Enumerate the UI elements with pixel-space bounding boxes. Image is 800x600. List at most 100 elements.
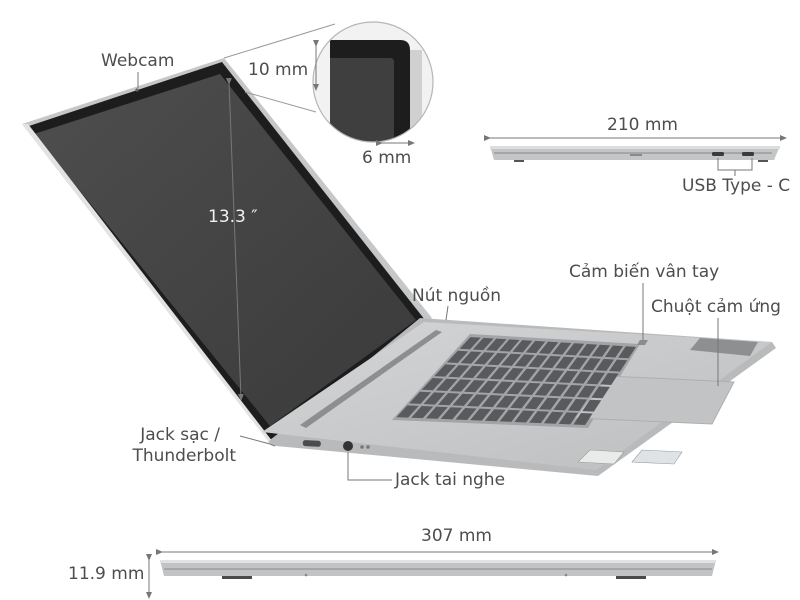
keyboard-key	[591, 344, 611, 357]
keyboard-key	[487, 352, 509, 366]
bezel-top-dimension: 10 mm	[248, 60, 309, 80]
keyboard-key	[459, 337, 481, 350]
keyboard-key	[600, 372, 619, 385]
keyboard-key	[409, 391, 432, 404]
keyboard-key	[503, 367, 524, 381]
keyboard-key	[506, 382, 527, 395]
thunderbolt-label: Thunderbolt	[132, 446, 236, 466]
keyboard-key	[578, 343, 598, 357]
keyboard-key	[524, 397, 545, 410]
keyboard-key	[553, 398, 573, 411]
keyboard-key	[472, 337, 494, 351]
usb-type-c-label: USB Type - C	[682, 176, 791, 196]
charging-jack-label: Jack sạc /	[140, 425, 220, 445]
keyboard-key	[475, 366, 497, 379]
keyboard-key	[460, 351, 482, 364]
front-view-laptop	[160, 560, 716, 579]
keyboard-key	[563, 384, 583, 397]
keyboard-key	[423, 392, 446, 405]
keyboard-key	[448, 365, 470, 378]
keyboard-key	[531, 369, 551, 382]
keyboard-key	[434, 364, 456, 377]
keyboard-key	[558, 370, 578, 383]
keyboard-key	[425, 406, 448, 419]
keyboard-key	[437, 393, 460, 406]
keyboard-key	[544, 370, 565, 383]
screen-size-label: 13.3 ″	[208, 207, 258, 227]
keyboard-key	[586, 372, 606, 385]
keyboard-key	[495, 395, 517, 408]
keyboard-key	[517, 368, 538, 381]
keyboard-key	[466, 394, 488, 407]
keyboard-key	[514, 354, 535, 367]
side-view-laptop	[490, 146, 780, 162]
keyboard-key	[499, 339, 520, 352]
keyboard-key	[510, 396, 531, 409]
keyboard-key	[481, 395, 503, 408]
power-button-label: Nút nguồn	[412, 286, 502, 306]
keyboard-key	[464, 380, 486, 393]
keyboard-key	[558, 412, 579, 425]
keyboard-key	[478, 380, 499, 393]
keyboard-key	[565, 343, 585, 356]
keyboard-key	[572, 371, 592, 384]
keyboard-key	[543, 411, 564, 424]
keyboard-key	[452, 393, 474, 406]
keyboard-keys	[396, 337, 637, 425]
keyboard-key	[573, 413, 593, 425]
keyboard-key	[499, 409, 521, 422]
keyboard-key	[604, 345, 624, 358]
keyboard-key	[396, 405, 419, 418]
keyboard-key	[552, 342, 572, 355]
keyboard-key	[568, 357, 588, 370]
keyboard-key	[520, 382, 541, 395]
touchpad-label: Chuột cảm ứng	[651, 297, 781, 317]
keyboard-key	[539, 397, 559, 410]
keyboard-key	[538, 341, 559, 354]
keyboard-key	[591, 386, 610, 399]
keyboard-key	[609, 359, 628, 372]
keyboard-key	[534, 383, 555, 396]
keyboard-key	[455, 407, 477, 421]
keyboard-key	[461, 365, 484, 379]
fingerprint-sensor-shape	[637, 340, 648, 345]
webcam-dot	[135, 88, 139, 92]
thickness-dimension: 11.9 mm	[68, 564, 145, 584]
keyboard-key	[582, 399, 602, 412]
keyboard-key	[446, 350, 469, 363]
keyboard-key	[411, 406, 434, 419]
side-width-dimension: 210 mm	[607, 115, 678, 135]
keyboard-key	[525, 340, 546, 354]
keyboard-key	[501, 353, 522, 366]
keyboard-key	[470, 408, 492, 421]
keyboard-key	[440, 407, 463, 420]
keyboard-key	[484, 409, 506, 422]
keyboard-key	[567, 399, 588, 411]
keyboard-key	[529, 411, 550, 424]
keyboard-key	[489, 367, 511, 380]
length-dimension: 307 mm	[421, 526, 492, 546]
keyboard-key	[492, 381, 513, 394]
usb-c-port-shape	[302, 440, 321, 447]
keyboard-key	[555, 356, 575, 369]
keyboard-key	[595, 358, 615, 371]
keyboard-key	[548, 384, 569, 397]
keyboard-key	[421, 378, 444, 391]
bezel-side-dimension: 6 mm	[362, 148, 412, 168]
keyboard-key	[449, 379, 472, 392]
keyboard-key	[514, 410, 535, 423]
keyboard-key	[582, 358, 601, 371]
keyboard-key	[474, 352, 495, 365]
keyboard-key	[577, 385, 597, 398]
dimension-lines	[137, 40, 787, 599]
webcam-label: Webcam	[101, 51, 175, 71]
headphone-jack-label: Jack tai nghe	[395, 470, 506, 490]
headphone-port-shape	[343, 441, 353, 451]
keyboard-key	[541, 355, 562, 369]
keyboard-key	[512, 340, 533, 353]
keyboard-key	[618, 346, 637, 359]
keyboard-key	[528, 355, 548, 368]
keyboard-key	[435, 378, 458, 391]
